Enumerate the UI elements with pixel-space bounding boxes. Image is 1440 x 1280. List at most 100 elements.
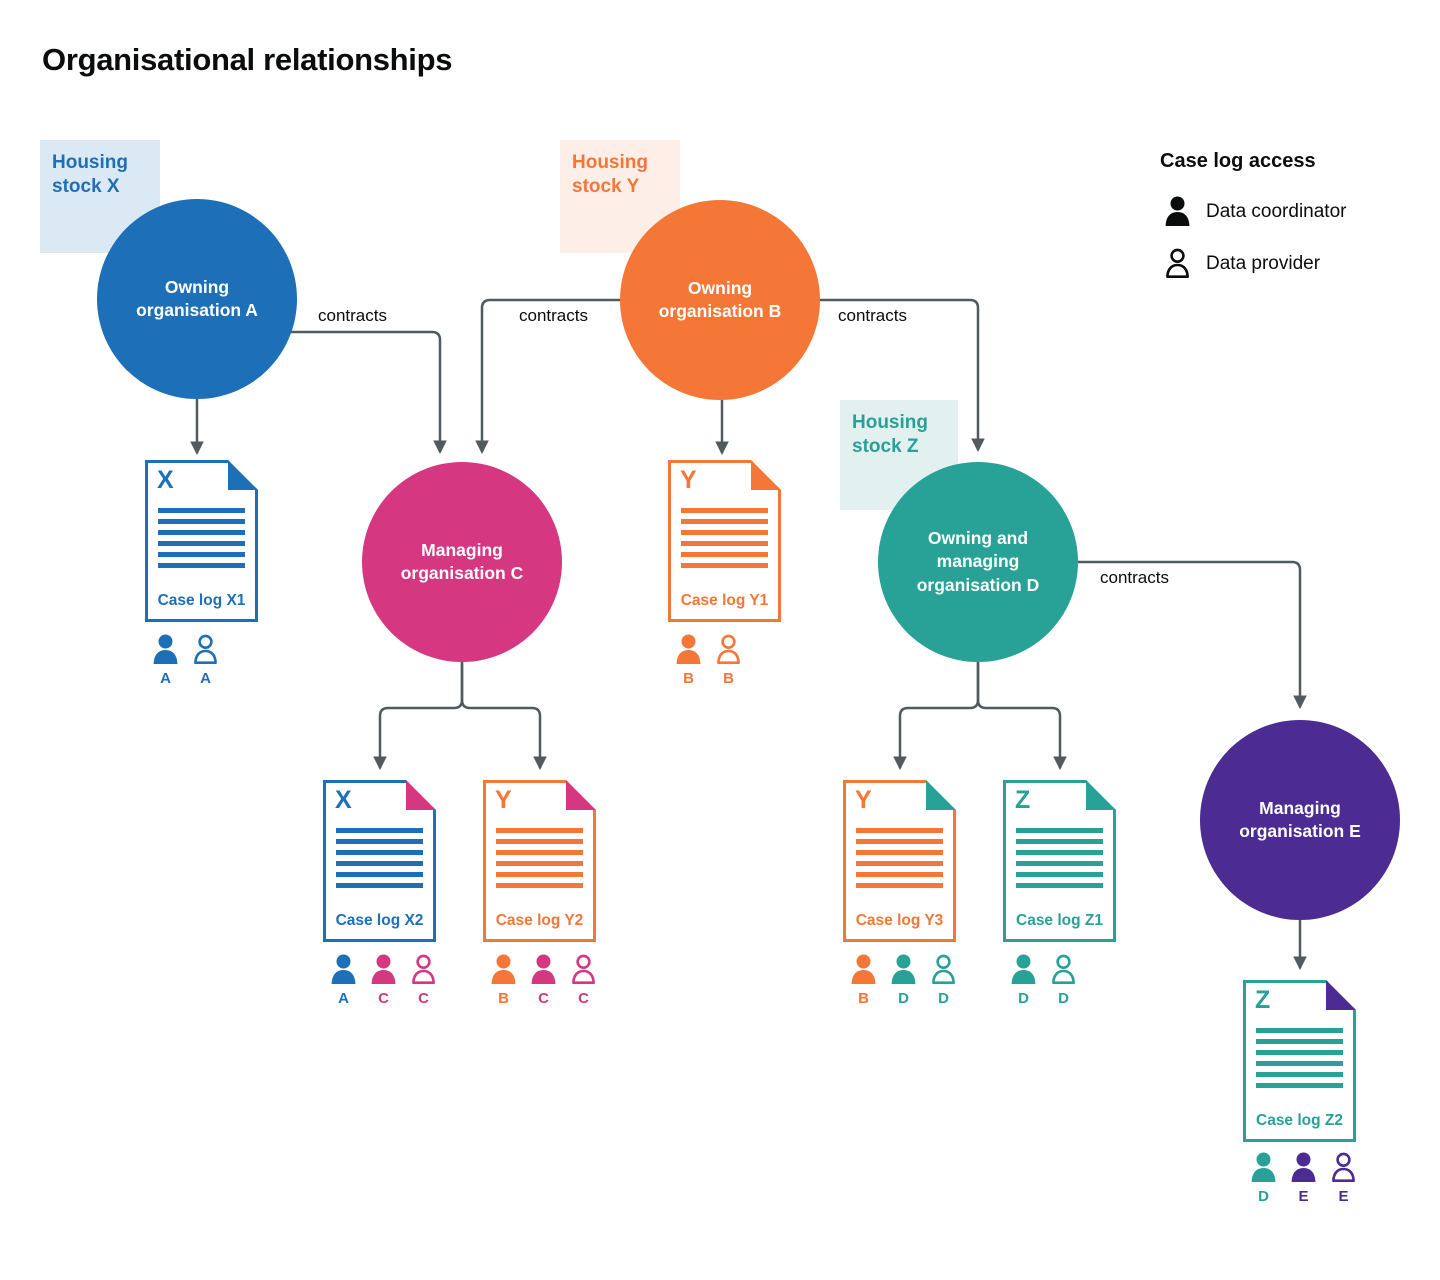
stock-letter: X xyxy=(335,786,352,814)
case-log-y1-document: Y Case log Y1 xyxy=(668,460,781,622)
document-text-lines xyxy=(856,828,943,888)
document-text-lines xyxy=(681,508,768,568)
person-filled-icon xyxy=(1251,1152,1276,1182)
access-org-letter: A xyxy=(160,670,171,687)
stock-letter: X xyxy=(157,466,174,494)
case-log-y3-document: Y Case log Y3 xyxy=(843,780,956,942)
access-item: D xyxy=(927,954,960,1007)
org-a-label: Owning organisation A xyxy=(136,276,258,320)
contracts-label-b-c: contracts xyxy=(519,306,588,325)
document-text-lines xyxy=(1256,1028,1343,1088)
contracts-label-a-c: contracts xyxy=(318,306,387,325)
case-log-y2-access: B C C xyxy=(487,954,600,1007)
person-outline-icon xyxy=(932,954,955,985)
connector-c-to-caselog-x2 xyxy=(373,662,464,771)
access-org-letter: D xyxy=(1018,990,1029,1007)
person-outline-icon xyxy=(1332,1152,1355,1182)
document-fold-corner xyxy=(926,780,956,810)
connector-d-to-e xyxy=(1078,560,1307,710)
stock-letter: Y xyxy=(680,466,697,494)
person-outline-icon xyxy=(1052,954,1075,985)
document-text-lines xyxy=(158,508,245,568)
document-fold-corner xyxy=(1086,780,1116,810)
access-item: B xyxy=(712,634,745,687)
case-log-x2-access: A C C xyxy=(327,954,440,1007)
case-log-z2-access: D E E xyxy=(1247,1152,1360,1205)
org-b-label: Owning organisation B xyxy=(658,277,782,321)
connector-a-to-c xyxy=(291,330,447,455)
stock-letter: Y xyxy=(495,786,512,814)
access-item: D xyxy=(1007,954,1040,1007)
case-log-z2-document: Z Case log Z2 xyxy=(1243,980,1356,1142)
case-log-y2-document: Y Case log Y2 xyxy=(483,780,596,942)
access-org-letter: B xyxy=(858,990,869,1007)
case-log-z1-access: D D xyxy=(1007,954,1080,1007)
access-item: E xyxy=(1327,1152,1360,1205)
access-org-letter: B xyxy=(683,670,694,687)
legend-title: Case log access xyxy=(1160,150,1316,172)
org-circle-e: Managing organisation E xyxy=(1200,720,1400,920)
org-circle-c: Managing organisation C xyxy=(362,462,562,662)
org-circle-a: Owning organisation A xyxy=(97,199,297,399)
connector-b-to-d xyxy=(819,298,985,453)
case-log-z1-document: Z Case log Z1 xyxy=(1003,780,1116,942)
access-item: A xyxy=(149,634,182,687)
case-log-x2-document: X Case log X2 xyxy=(323,780,436,942)
person-outline-icon xyxy=(717,634,740,665)
document-text-lines xyxy=(1016,828,1103,888)
case-log-y1-access: B B xyxy=(672,634,745,687)
access-item: D xyxy=(1047,954,1080,1007)
access-org-letter: C xyxy=(378,990,389,1007)
person-filled-icon xyxy=(531,954,556,984)
housing-stock-x-label: Housing stock X xyxy=(52,152,128,197)
connector-c-to-caselog-y2 xyxy=(460,662,547,771)
document-fold-corner xyxy=(1326,980,1356,1010)
document-fold-corner xyxy=(228,460,258,490)
housing-stock-y-label: Housing stock Y xyxy=(572,152,648,197)
case-log-label: Case log Y1 xyxy=(680,592,769,609)
person-filled-icon xyxy=(1291,1152,1316,1182)
case-log-label: Case log Z1 xyxy=(1016,912,1103,929)
access-item: D xyxy=(887,954,920,1007)
case-log-x1-access: A A xyxy=(149,634,222,687)
org-d-label: Owning and managing organisation D xyxy=(916,528,1040,595)
document-text-lines xyxy=(336,828,423,888)
case-log-y3-access: B D D xyxy=(847,954,960,1007)
access-item: E xyxy=(1287,1152,1320,1205)
access-item: B xyxy=(672,634,705,687)
person-filled-icon xyxy=(331,954,356,984)
access-org-letter: D xyxy=(938,990,949,1007)
connector-d-to-caselog-y3 xyxy=(893,662,980,771)
access-item: B xyxy=(487,954,520,1007)
access-item: C xyxy=(367,954,400,1007)
access-item: C xyxy=(527,954,560,1007)
document-fold-corner xyxy=(406,780,436,810)
access-org-letter: A xyxy=(200,670,211,687)
access-org-letter: E xyxy=(1338,1188,1349,1205)
stock-letter: Z xyxy=(1015,786,1031,814)
person-filled-icon xyxy=(371,954,396,984)
access-item: C xyxy=(407,954,440,1007)
person-filled-icon xyxy=(676,634,701,664)
access-org-letter: D xyxy=(898,990,909,1007)
case-log-label: Case log Y2 xyxy=(495,912,584,929)
person-filled-icon xyxy=(153,634,178,664)
connector-d-to-caselog-z1 xyxy=(976,662,1067,771)
access-item: A xyxy=(327,954,360,1007)
person-filled-icon xyxy=(851,954,876,984)
case-log-x1-document: X Case log X1 xyxy=(145,460,258,622)
access-item: A xyxy=(189,634,222,687)
case-log-label: Case log Z2 xyxy=(1256,1112,1343,1129)
connector-b-to-c xyxy=(475,298,621,455)
case-log-label: Case log X1 xyxy=(157,592,246,609)
document-text-lines xyxy=(496,828,583,888)
org-circle-b: Owning organisation B xyxy=(620,200,820,400)
access-item: D xyxy=(1247,1152,1280,1205)
access-org-letter: C xyxy=(538,990,549,1007)
case-log-label: Case log Y3 xyxy=(855,912,944,929)
org-circle-d: Owning and managing organisation D xyxy=(878,462,1078,662)
person-outline-icon xyxy=(572,954,595,985)
access-org-letter: B xyxy=(498,990,509,1007)
housing-stock-z-label: Housing stock Z xyxy=(852,412,928,457)
